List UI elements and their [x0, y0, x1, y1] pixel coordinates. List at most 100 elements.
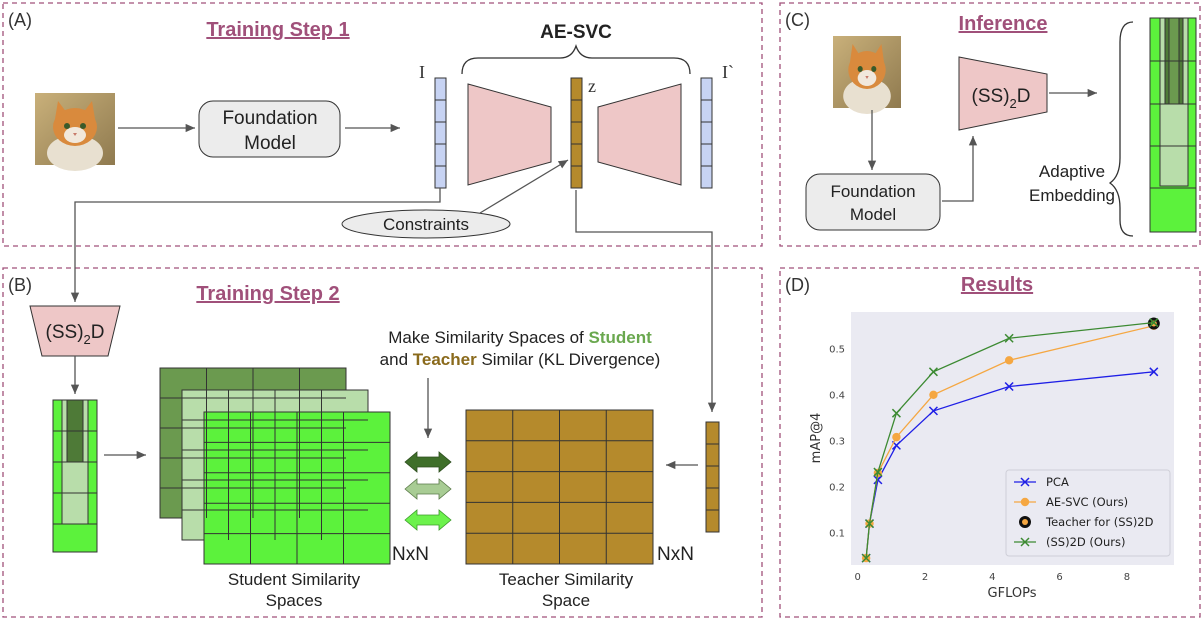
panel-b-title: Training Step 2	[196, 283, 339, 305]
data-point	[928, 406, 938, 416]
y-tick-label: 0.5	[829, 344, 845, 355]
panel-a-title: Training Step 1	[206, 19, 349, 41]
legend-marker	[1020, 477, 1030, 487]
panel-a-border	[2, 2, 763, 247]
double-arrow-mid	[404, 478, 452, 500]
teacher-vector	[705, 421, 720, 533]
chart-legend: PCA AE-SVC (Ours) Teacher for (SS)2D (SS)2D…	[1005, 469, 1171, 557]
legend-marker-inner	[1022, 519, 1028, 525]
x-tick-label: 4	[989, 572, 995, 583]
panel-c-border	[779, 2, 1201, 247]
foundation-model-label-c-2: Model	[850, 205, 896, 224]
panel-b: (B) Training Step 2 (SS)2D NxN	[8, 275, 720, 610]
teacher-grid-lines	[466, 410, 653, 564]
data-point	[891, 408, 901, 418]
foundation-model-label-a-2: Model	[244, 133, 296, 154]
arrow-constraints-to-z	[479, 159, 569, 214]
data-point	[1004, 381, 1014, 392]
data-point	[1149, 318, 1159, 328]
data-point	[1149, 367, 1159, 377]
cat-image-c	[833, 36, 901, 114]
kl-line1-pre: Make Similarity Spaces of	[388, 328, 588, 347]
y-tick-label: 0.4	[829, 390, 845, 401]
student-caption-1: Student Similarity	[228, 570, 361, 589]
kl-instruction-line-2: and Teacher Similar (KL Divergence)	[380, 350, 661, 369]
panel-a-letter: (A)	[8, 10, 32, 30]
ss2d-c-end: D	[1017, 86, 1031, 107]
panel-c-letter: (C)	[785, 10, 810, 30]
student-nxn-label: NxN	[392, 544, 429, 565]
student-caption-2: Spaces	[266, 591, 323, 610]
panel-d-border	[779, 267, 1201, 618]
data-point	[891, 440, 901, 450]
x-tick-label: 2	[922, 572, 928, 583]
data-point	[928, 367, 938, 377]
ae-svc-label: AE-SVC	[540, 22, 612, 43]
y-tick-label: 0.3	[829, 436, 845, 447]
ss2d-trapezoid-c	[958, 56, 1048, 131]
series-3	[861, 318, 1159, 563]
foundation-model-box-a	[198, 100, 341, 158]
decoder-trapezoid	[597, 83, 682, 186]
legend-label: PCA	[1046, 475, 1069, 489]
data-point	[864, 519, 875, 529]
data-point	[873, 467, 883, 477]
panel-a: (A) Training Step 1 Foundation Model I A…	[8, 10, 734, 239]
foundation-model-label-a-1: Foundation	[222, 108, 317, 129]
encoder-trapezoid	[467, 83, 552, 186]
legend-label: AE-SVC (Ours)	[1046, 495, 1128, 509]
latent-vector	[570, 77, 583, 189]
ss2d-c-base: (SS)	[972, 86, 1010, 107]
double-arrow-dark	[404, 451, 452, 473]
panel-d-title: Results	[961, 274, 1033, 296]
chart-xlabel: GFLOPs	[988, 586, 1037, 601]
adaptive-embedding-c	[1149, 17, 1197, 233]
ss2d-b-base: (SS)	[46, 322, 84, 343]
legend-box	[1005, 469, 1171, 557]
adaptive-embedding-label-2: Embedding	[1029, 186, 1115, 205]
constraints-ellipse	[341, 209, 511, 239]
adaptive-embedding-brace	[1108, 21, 1134, 237]
foundation-model-label-c-1: Foundation	[830, 182, 915, 201]
adaptive-embedding-label-1: Adaptive	[1039, 162, 1105, 181]
data-point	[873, 475, 883, 485]
data-point	[1004, 333, 1014, 343]
x-tick-label: 8	[1124, 572, 1130, 583]
arrow-fm-to-ss2d-c	[942, 136, 978, 202]
ss2d-b-sub: 2	[84, 332, 91, 347]
teacher-caption-2: Space	[542, 591, 590, 610]
legend-label: Teacher for (SS)2D	[1045, 515, 1154, 529]
adaptive-embedding-b	[52, 399, 98, 553]
double-arrow-light	[404, 509, 452, 531]
legend-marker	[1020, 537, 1030, 547]
y-tick-label: 0.2	[829, 482, 845, 493]
student-grid-lines	[160, 368, 390, 564]
teacher-nxn-label: NxN	[657, 544, 694, 565]
output-vector	[700, 77, 713, 189]
teacher-caption-1: Teacher Similarity	[499, 570, 634, 589]
data-point	[861, 553, 871, 563]
ss2d-label-b: (SS)2D	[46, 322, 105, 347]
y-tick-label: 0.1	[829, 528, 845, 539]
constraints-label: Constraints	[383, 215, 469, 234]
arrow-input-to-ss2d	[70, 188, 441, 302]
kl-student-word: Student	[589, 328, 653, 347]
x-tick-label: 6	[1056, 572, 1062, 583]
arrow-z-to-teacher	[575, 190, 717, 412]
panel-b-letter: (B)	[8, 275, 32, 295]
output-symbol: I`	[722, 62, 734, 82]
kl-line2-pre: and	[380, 350, 413, 369]
x-tick-label: 0	[855, 572, 861, 583]
chart-series	[861, 317, 1160, 563]
results-chart: 0 2 4 6 8 0.1 0.2 0.3 0.4 0.5 GFLOPs mAP@4 PCA AE-…	[809, 312, 1174, 601]
chart-ylabel: mAP@4	[809, 413, 824, 464]
ss2d-c-sub: 2	[1010, 96, 1017, 111]
panel-c: (C) Inference Foundation Model (SS)2D Ad…	[785, 10, 1197, 237]
chart-ticks: 0 2 4 6 8 0.1 0.2 0.3 0.4 0.5	[829, 344, 1130, 583]
legend-label: (SS)2D (Ours)	[1046, 535, 1125, 549]
input-vector	[434, 77, 447, 189]
foundation-model-box-c	[805, 173, 941, 231]
input-symbol: I	[419, 62, 425, 82]
